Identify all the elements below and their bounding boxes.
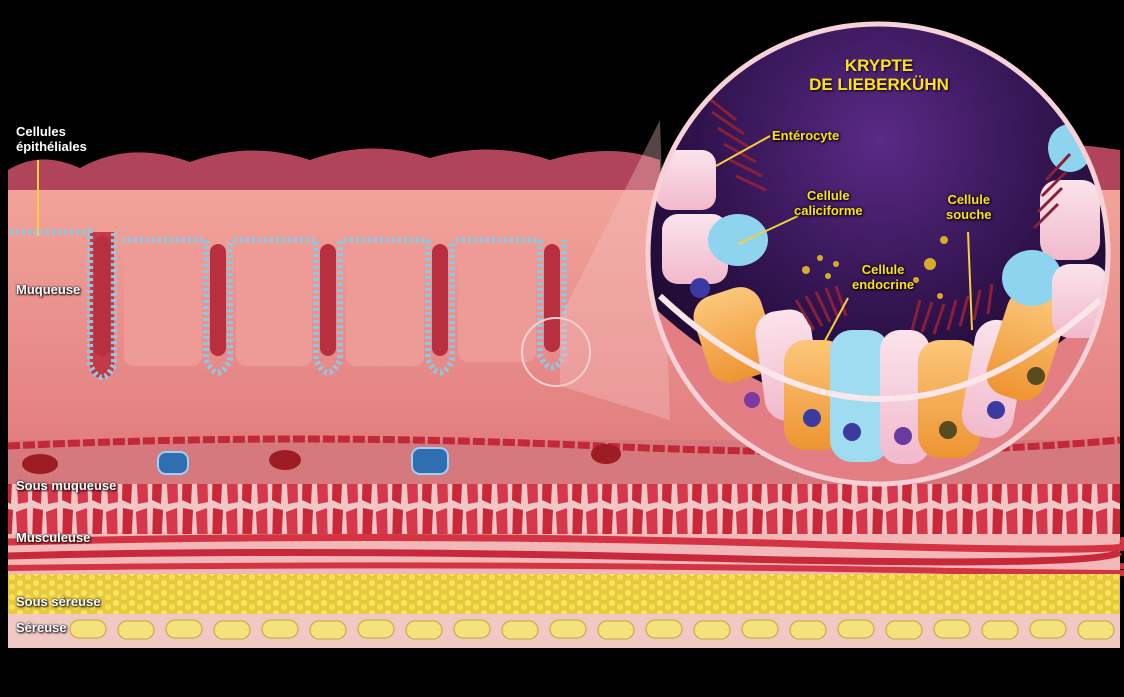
label-enterocyte: Entérocyte [772,128,839,143]
label-goblet-cell: Cellule caliciforme [794,188,863,218]
label-mucosa: Muqueuse [16,282,80,297]
label-epithelial-line-2: épithéliales [16,139,87,154]
label-epithelial-cells: Cellules épithéliales [16,124,87,154]
label-goblet-line-2: caliciforme [794,203,863,218]
title-line-1: KRYPTE [770,56,988,75]
muscularis-circular [8,484,1120,534]
label-goblet-line-1: Cellule [794,188,863,203]
label-stem-line-2: souche [946,207,992,222]
label-endocrine-line-2: endocrine [852,277,914,292]
label-stem-cell: Cellule souche [946,192,992,222]
label-endocrine-cell: Cellule endocrine [852,262,914,292]
label-submucosa: Sous muqueuse [16,478,116,493]
title-line-2: DE LIEBERKÜHN [770,75,988,94]
label-epithelial-line-1: Cellules [16,124,87,139]
label-endocrine-line-1: Cellule [852,262,914,277]
label-stem-line-1: Cellule [946,192,992,207]
label-muscularis: Musculeuse [16,530,90,545]
label-subserosa: Sous séreuse [16,594,101,609]
subserosa-layer [8,574,1120,614]
label-serosa: Séreuse [16,620,67,635]
muscularis-longitudinal [8,534,1124,574]
diagram-title: KRYPTE DE LIEBERKÜHN [770,56,988,94]
